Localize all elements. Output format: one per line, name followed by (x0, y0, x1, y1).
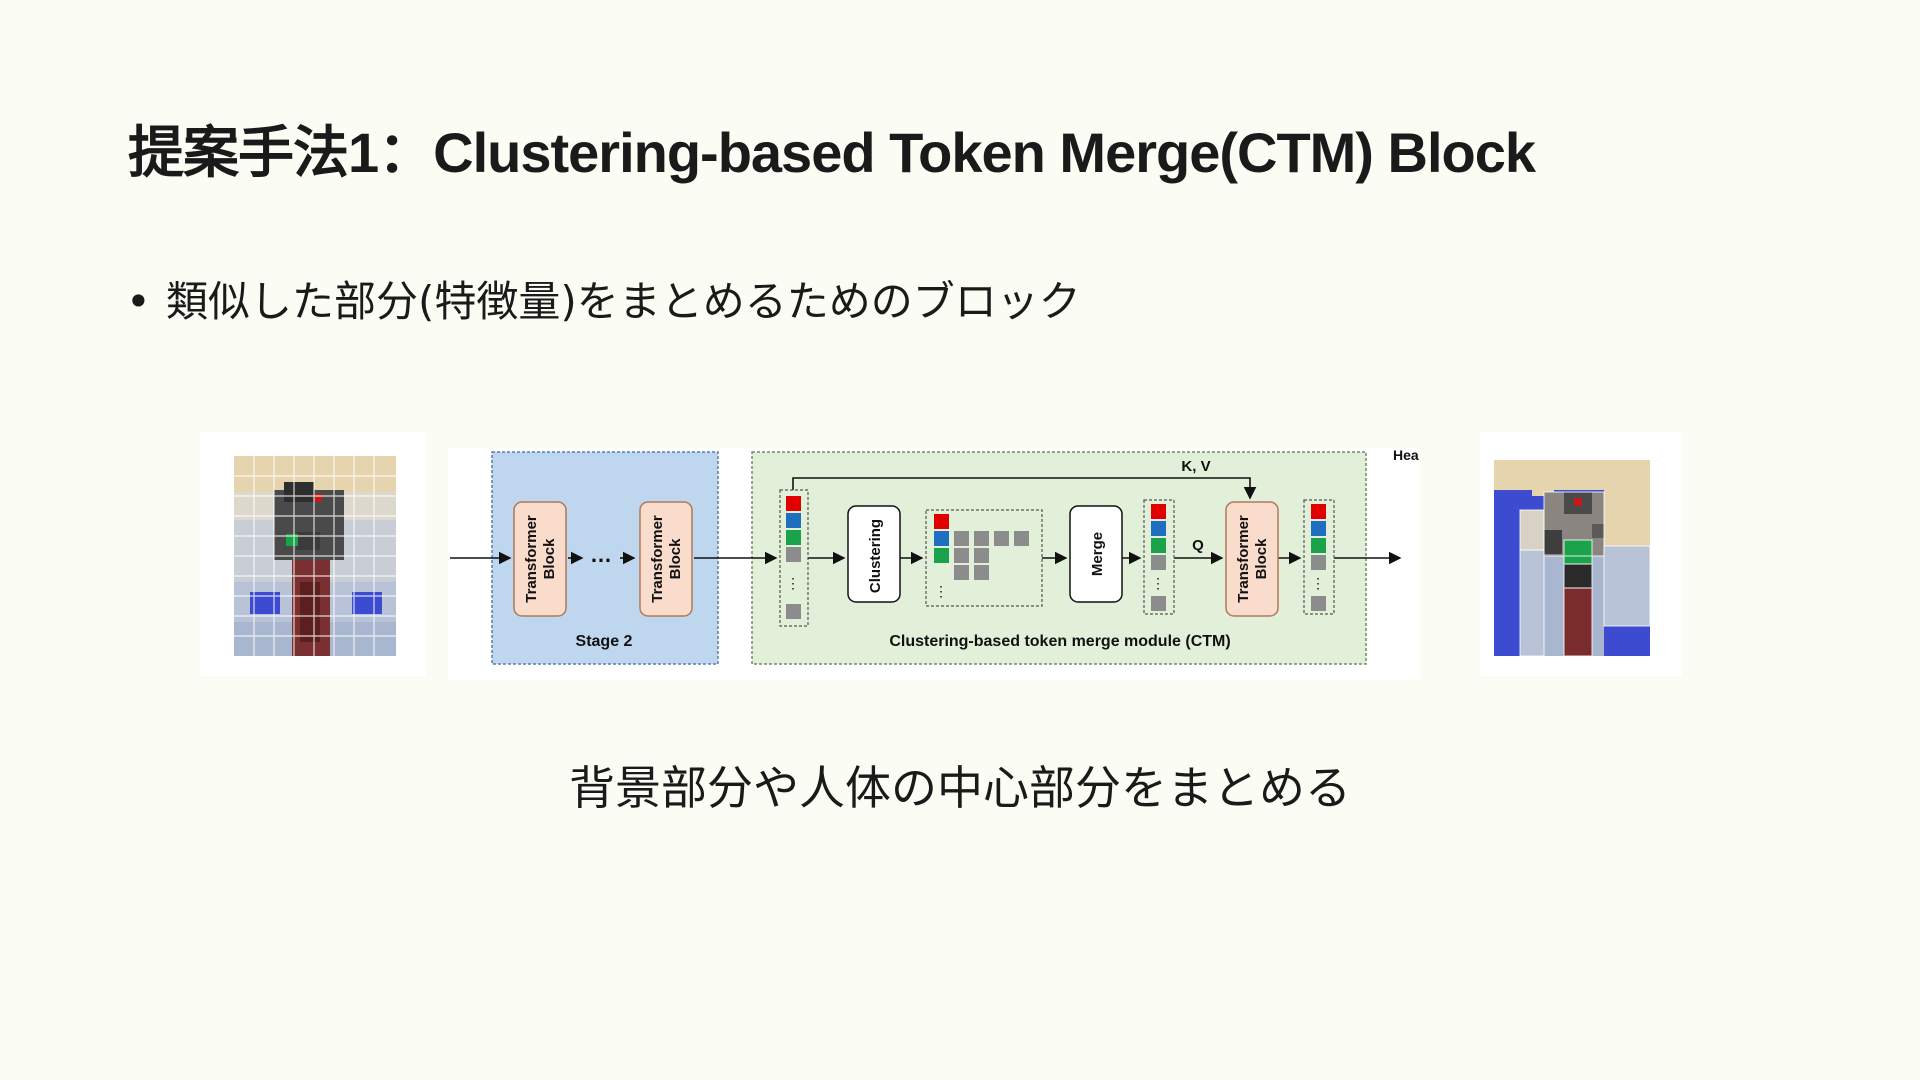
q-label: Q (1192, 537, 1204, 554)
bullet-text: 類似した部分(特徴量)をまとめるためのブロック (166, 277, 1081, 326)
bullet-dot: • (126, 277, 151, 326)
transformer-block-2-line1: Transformer (649, 515, 666, 603)
transformer-block-2: Transformer Block (639, 501, 693, 617)
stage-ellipsis: … (590, 542, 612, 567)
svg-text:⋮: ⋮ (786, 575, 800, 591)
clustering-label: Clustering (867, 519, 884, 593)
clustered-tokens: ⋮ (925, 509, 1043, 607)
svg-text:⋮: ⋮ (934, 583, 948, 599)
input-mosaic (234, 456, 396, 656)
head-label: Hea (1393, 448, 1419, 463)
stage-2-label: Stage 2 (576, 633, 633, 650)
merged-token-column: ⋮ (1143, 499, 1175, 615)
slide-title: 提案手法1：Clustering-based Token Merge(CTM) … (128, 121, 1536, 184)
transformer-block-3: Transformer Block (1225, 501, 1279, 617)
transformer-block-1-line1: Transformer (523, 515, 540, 603)
ctm-label: Clustering-based token merge module (CTM… (889, 633, 1230, 650)
transformer-block-2-line2: Block (667, 538, 684, 580)
merged-token-map-image (1480, 432, 1682, 676)
merged-mosaic (1494, 460, 1651, 657)
kv-label: K, V (1181, 458, 1210, 475)
clustering-block: Clustering (847, 505, 901, 603)
transformer-block-1: Transformer Block (513, 501, 567, 617)
ctm-architecture-diagram: Stage 2 Clustering-based token merge mod… (448, 447, 1420, 680)
transformer-block-3-line1: Transformer (1235, 515, 1252, 603)
bullet-item: • 類似した部分(特徴量)をまとめるためのブロック (126, 268, 1081, 329)
output-token-column: ⋮ (1303, 499, 1335, 615)
figure-caption: 背景部分や人体の中心部分をまとめる (569, 761, 1351, 815)
merge-label: Merge (1089, 532, 1106, 576)
transformer-block-3-line2: Block (1253, 538, 1270, 580)
input-token-column: ⋮ (779, 489, 809, 627)
input-token-map-image (200, 432, 426, 676)
svg-text:⋮: ⋮ (1151, 575, 1165, 591)
transformer-block-1-line2: Block (541, 538, 558, 580)
svg-text:⋮: ⋮ (1311, 575, 1325, 591)
merge-block: Merge (1069, 505, 1123, 603)
